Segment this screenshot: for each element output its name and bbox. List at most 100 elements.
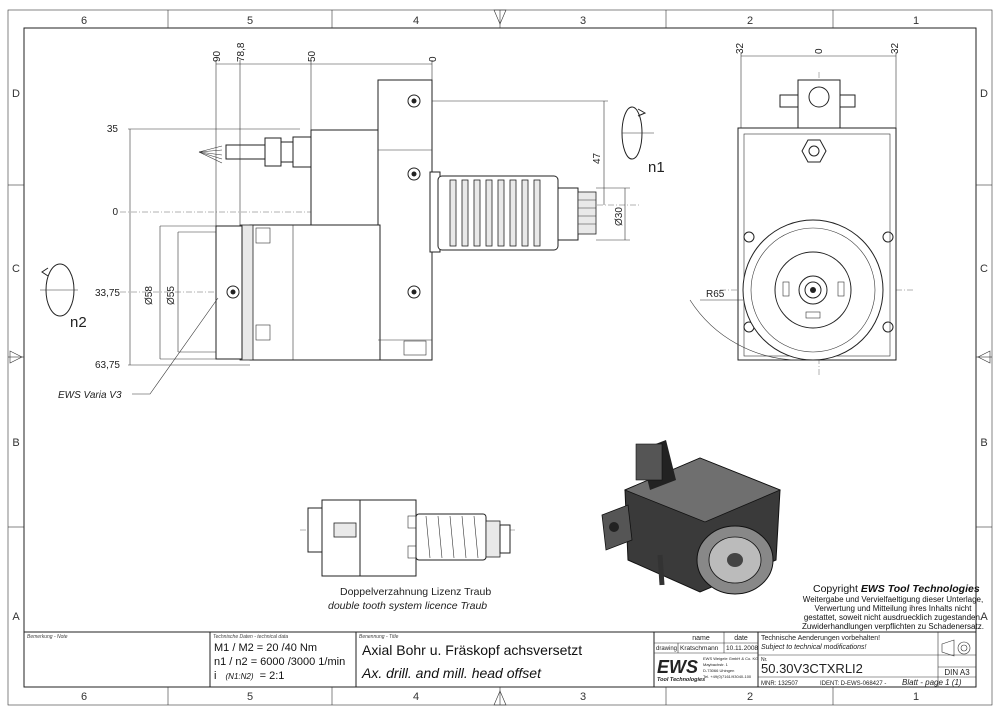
svg-text:Copyright EWS Tool Technologie: Copyright EWS Tool Technologies xyxy=(813,583,980,595)
center-mark-top xyxy=(493,9,507,25)
sheet-number: Blatt - page 1 (1) xyxy=(902,678,962,687)
tech-ratio-prefix: i xyxy=(214,670,216,682)
row-label: D xyxy=(980,88,988,100)
end-flange-inner xyxy=(774,251,852,329)
drawing-frame: 6 5 4 3 2 1 6 5 4 3 2 1 D C B A D C B A xyxy=(7,9,993,706)
title-block: Bemerkung - Note Technische Daten - tech… xyxy=(24,631,976,687)
col-label: 4 xyxy=(413,15,419,27)
housing-lower-block xyxy=(249,224,381,361)
copyright-brand: EWS Tool Technologies xyxy=(861,583,980,595)
caption-en: double tooth system licence Traub xyxy=(328,600,487,612)
spindle-gear xyxy=(577,191,597,235)
flange-face xyxy=(215,225,243,360)
company-line3: D-73066 Uhingen xyxy=(703,668,734,673)
copyright-line2: Verwertung und Mitteilung ihres Inhalts … xyxy=(815,604,973,613)
dim-r65: R65 xyxy=(706,289,725,300)
ident: IDENT: D-EWS-068427 - xyxy=(820,681,886,687)
center-mark-bottom xyxy=(493,690,507,706)
tech-data-label: Technische Daten - technical data xyxy=(213,634,288,640)
rotation-n1-symbol xyxy=(621,106,654,160)
dim-78-8: 78,8 xyxy=(236,42,247,62)
dim-50: 50 xyxy=(307,50,318,62)
small-view: Doppelverzahnung Lizenz Traub double too… xyxy=(300,499,515,612)
screw-lower xyxy=(407,285,421,299)
company-line1: EWS Weigele GmbH & Co. KG xyxy=(703,656,758,661)
dim-90: 90 xyxy=(212,50,223,62)
dim-0-left: 0 xyxy=(112,207,118,218)
col-label: 5 xyxy=(247,691,253,703)
copyright-line3: gestattet, soweit nicht ausdruecklich zu… xyxy=(804,613,982,622)
row-label: D xyxy=(12,88,20,100)
change-note-de: Technische Aenderungen vorbehalten! xyxy=(761,635,880,642)
change-note-en: Subject to technical modifications! xyxy=(761,644,866,651)
dim-dia30: Ø30 xyxy=(614,207,625,226)
hex-fitting xyxy=(801,139,827,163)
flange-bolt xyxy=(226,285,240,299)
side-view: 90 78,8 50 0 35 0 33,75 63,75 Ø58 Ø55 47… xyxy=(40,42,665,401)
spindle-bellows xyxy=(449,179,541,247)
label-n1: n1 xyxy=(648,159,665,176)
col-label: 4 xyxy=(413,691,419,703)
col-label: 6 xyxy=(81,15,87,27)
isometric-render xyxy=(601,440,782,595)
col-date: date xyxy=(734,635,748,642)
row-label: A xyxy=(980,611,988,623)
label-ews-varia: EWS Varia V3 xyxy=(58,390,122,401)
rotation-n2-symbol xyxy=(40,263,78,317)
copyright-prefix: Copyright xyxy=(813,583,861,595)
center-mark-right xyxy=(977,350,991,364)
dim-32-right: 32 xyxy=(890,42,901,54)
row-label: B xyxy=(12,437,19,449)
col-label: 2 xyxy=(747,691,753,703)
projection-symbol xyxy=(941,639,971,657)
company-line4: Tel. +49(0)7161/93040-100 xyxy=(703,674,752,679)
leader-varia xyxy=(132,297,219,395)
housing-main-body xyxy=(377,79,433,361)
title-label: Benennung - Title xyxy=(359,634,399,640)
top-clamp xyxy=(797,79,841,133)
copyright-note: Copyright EWS Tool Technologies Weiterga… xyxy=(802,583,984,631)
col-name: name xyxy=(692,635,710,642)
ews-logo-sub: Tool Technologies xyxy=(657,677,705,683)
dim-47: 47 xyxy=(592,152,603,164)
row-label: A xyxy=(12,611,20,623)
dim-32-left: 32 xyxy=(735,42,746,54)
drawn-by: Kratschmann xyxy=(680,645,719,652)
copyright-line4: Zuwiderhandlungen verpflichten zu Schade… xyxy=(802,622,984,631)
drawn-date: 10.11.2008 xyxy=(726,645,758,652)
tech-ratio-value: = 2:1 xyxy=(260,670,285,682)
company-line2: Maybachstr. 1 xyxy=(703,662,729,667)
row-label: C xyxy=(12,263,20,275)
housing-upper-block xyxy=(310,129,380,231)
dim-63-75: 63,75 xyxy=(95,360,120,371)
dim-35: 35 xyxy=(107,124,119,135)
col-label: 6 xyxy=(81,691,87,703)
ews-logo: EWS xyxy=(657,657,698,677)
tech-line-speed: n1 / n2 = 6000 /3000 1/min xyxy=(214,656,345,668)
caption-de: Doppelverzahnung Lizenz Traub xyxy=(340,586,491,598)
title-german: Axial Bohr u. Fräskopf achsversetzt xyxy=(362,642,582,658)
mnr: MNR: 132507 xyxy=(761,681,799,687)
center-mark-left xyxy=(9,350,23,364)
col-label: 3 xyxy=(580,15,586,27)
col-label: 5 xyxy=(247,15,253,27)
tech-line-torque: M1 / M2 = 20 /40 Nm xyxy=(214,642,317,654)
dim-dia55: Ø55 xyxy=(166,286,177,305)
dim-dia58: Ø58 xyxy=(144,286,155,305)
title-english: Ax. drill. and mill. head offset xyxy=(361,665,542,681)
copyright-line1: Weitergabe und Vervielfaeltigung dieser … xyxy=(803,595,983,604)
col-label: 2 xyxy=(747,15,753,27)
paper-format: DIN A3 xyxy=(944,668,970,677)
nr-label: Nr. xyxy=(761,657,767,663)
screw-top xyxy=(407,94,421,108)
coolant-fitting xyxy=(264,137,282,167)
col-label: 1 xyxy=(913,15,919,27)
dim-0-top: 0 xyxy=(428,56,439,62)
screw-middle xyxy=(407,167,421,181)
row-drawing: drawing xyxy=(656,646,677,652)
col-label: 3 xyxy=(580,691,586,703)
part-number: 50.30V3CTXRLI2 xyxy=(761,661,863,676)
svg-text:i (N1:N2) = 2:1: i (N1:N2) = 2:1 xyxy=(214,670,284,682)
dim-33-75: 33,75 xyxy=(95,288,120,299)
